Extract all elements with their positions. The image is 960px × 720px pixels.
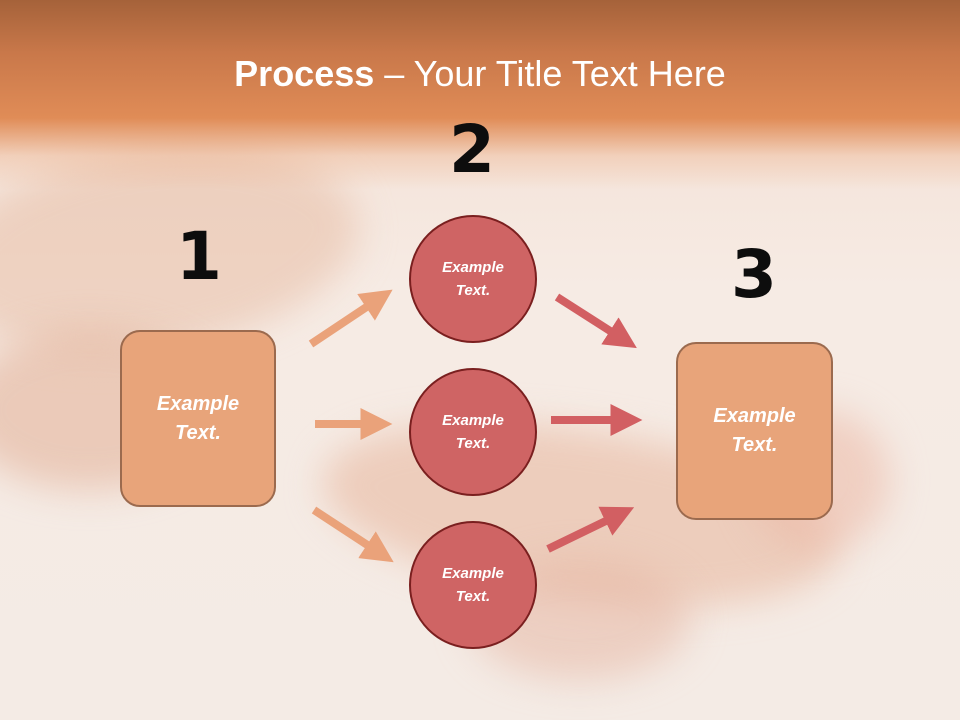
step-number-2: 2 bbox=[449, 111, 495, 188]
circle-top-line2: Text. bbox=[455, 282, 491, 299]
right-process-box: Example Text. bbox=[676, 342, 833, 520]
process-circle-middle: Example Text. bbox=[409, 368, 537, 496]
left-box-line1: Example bbox=[156, 392, 240, 415]
slide-title: Process – Your Title Text Here bbox=[0, 52, 960, 96]
title-rest: – Your Title Text Here bbox=[374, 53, 726, 94]
right-box-line2: Text. bbox=[731, 434, 778, 456]
step-number-3: 3 bbox=[731, 236, 777, 313]
circle-top-line1: Example bbox=[442, 259, 504, 276]
header-band bbox=[0, 0, 960, 190]
arrow-from-circle-bottom bbox=[546, 506, 635, 553]
process-circle-bottom: Example Text. bbox=[409, 521, 537, 649]
step-number-1: 1 bbox=[176, 218, 222, 295]
arrow-to-circle-bottom bbox=[311, 506, 394, 563]
circle-middle-line1: Example bbox=[442, 412, 504, 429]
circle-middle-line2: Text. bbox=[455, 435, 491, 452]
left-box-text: Example Text. bbox=[157, 390, 239, 448]
title-bold: Process bbox=[234, 53, 375, 94]
arrow-from-circle-top bbox=[554, 293, 637, 349]
circle-middle-text: Example Text. bbox=[442, 409, 504, 455]
arrow-to-circle-top bbox=[308, 289, 393, 348]
circle-bottom-line2: Text. bbox=[455, 588, 491, 605]
circle-bottom-line1: Example bbox=[442, 565, 504, 582]
circle-bottom-text: Example Text. bbox=[442, 562, 504, 608]
left-box-line2: Text. bbox=[175, 421, 221, 444]
right-box-line1: Example bbox=[713, 405, 796, 427]
process-circle-top: Example Text. bbox=[409, 215, 537, 343]
left-process-box: Example Text. bbox=[120, 330, 276, 507]
circle-top-text: Example Text. bbox=[442, 256, 504, 302]
right-box-text: Example Text. bbox=[713, 402, 795, 460]
